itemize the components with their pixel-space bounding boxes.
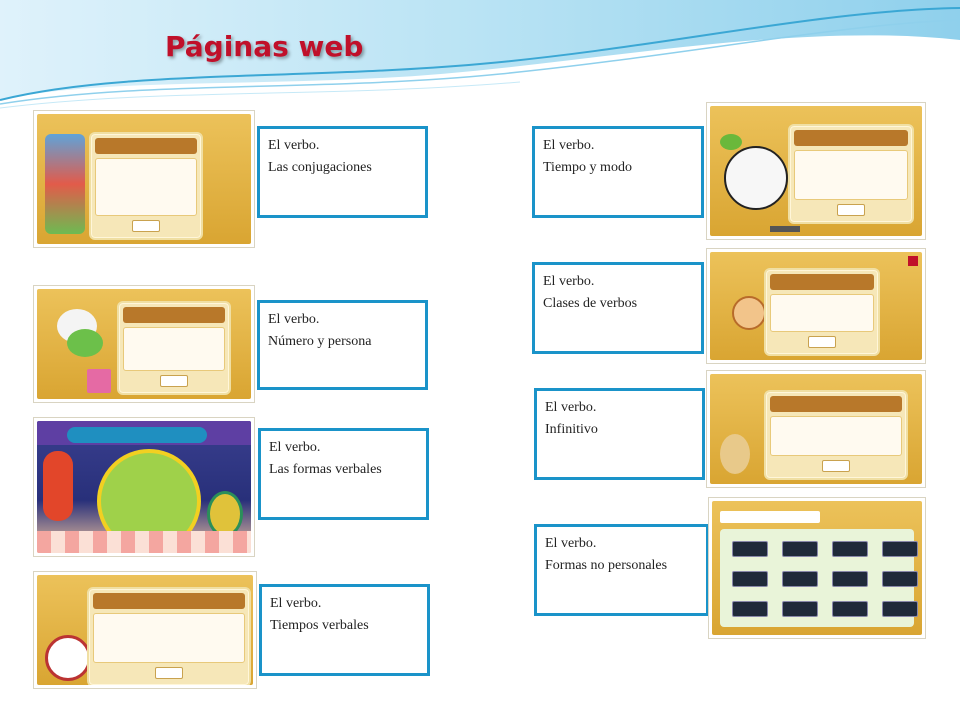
link-line2: Número y persona: [268, 334, 372, 349]
illustration-image: [43, 451, 73, 521]
word-tile: [832, 601, 868, 617]
illustration-image: [720, 511, 820, 523]
illustration-image: [45, 635, 91, 681]
illustration-image: [908, 256, 918, 266]
thumbnail-formas-no-personales[interactable]: [708, 497, 926, 639]
thumbnail-tiempos-verbales[interactable]: [33, 571, 257, 689]
word-tile: [732, 541, 768, 557]
illustration-image: [724, 146, 788, 210]
link-box-tiempo-modo[interactable]: El verbo. Tiempo y modo: [532, 126, 704, 218]
word-tile: [782, 601, 818, 617]
link-line1: El verbo.: [545, 400, 597, 415]
thumbnail-infinitivo[interactable]: [706, 370, 926, 488]
illustration-image: [720, 434, 750, 474]
link-box-formas-no-personales[interactable]: El verbo. Formas no personales: [534, 524, 709, 616]
illustration-image: [770, 226, 800, 232]
link-line2: Las formas verbales: [269, 462, 382, 477]
link-line1: El verbo.: [269, 440, 321, 455]
word-tile: [882, 601, 918, 617]
illustration-image: [37, 531, 251, 553]
link-line1: El verbo.: [543, 274, 595, 289]
link-line1: El verbo.: [268, 312, 320, 327]
link-line1: El verbo.: [545, 536, 597, 551]
link-box-numero-persona[interactable]: El verbo. Número y persona: [257, 300, 428, 390]
word-tile: [832, 571, 868, 587]
illustration-image: [45, 134, 85, 234]
thumbnail-clases-verbos[interactable]: [706, 248, 926, 364]
screen-panel: [89, 132, 203, 240]
word-tile: [732, 601, 768, 617]
illustration-image: [67, 329, 103, 357]
link-line2: Tiempo y modo: [543, 160, 632, 175]
link-line2: Clases de verbos: [543, 296, 638, 311]
link-box-formas-verbales[interactable]: El verbo. Las formas verbales: [258, 428, 429, 520]
page-title: Páginas web: [165, 30, 364, 63]
screen-panel: [764, 390, 908, 480]
word-tile: [882, 541, 918, 557]
header-swoosh-decoration: [0, 0, 960, 109]
illustration-image: [720, 134, 742, 150]
link-box-tiempos-verbales[interactable]: El verbo. Tiempos verbales: [259, 584, 430, 676]
illustration-image: [732, 296, 766, 330]
link-line1: El verbo.: [543, 138, 595, 153]
link-box-infinitivo[interactable]: El verbo. Infinitivo: [534, 388, 705, 480]
thumbnail-conjugaciones[interactable]: [33, 110, 255, 248]
screen-panel: [87, 587, 251, 685]
link-line2: Tiempos verbales: [270, 618, 369, 633]
word-tile: [882, 571, 918, 587]
word-tile: [832, 541, 868, 557]
word-tile: [782, 571, 818, 587]
link-line2: Formas no personales: [545, 558, 668, 573]
thumbnail-tiempo-modo[interactable]: [706, 102, 926, 240]
link-line1: El verbo.: [270, 596, 322, 611]
illustration-image: [207, 491, 243, 537]
illustration-image: [67, 427, 207, 443]
link-box-conjugaciones[interactable]: El verbo. Las conjugaciones: [257, 126, 428, 218]
illustration-image: [87, 369, 111, 393]
screen-panel: [117, 301, 231, 395]
thumbnail-numero-persona[interactable]: [33, 285, 255, 403]
link-box-clases-verbos[interactable]: El verbo. Clases de verbos: [532, 262, 704, 354]
link-line1: El verbo.: [268, 138, 320, 153]
link-line2: Las conjugaciones: [268, 160, 372, 175]
thumbnail-formas-verbales[interactable]: [33, 417, 255, 557]
screen-panel: [764, 268, 880, 356]
word-tile: [782, 541, 818, 557]
link-line2: Infinitivo: [545, 422, 598, 437]
screen-panel: [788, 124, 914, 224]
word-tile: [732, 571, 768, 587]
